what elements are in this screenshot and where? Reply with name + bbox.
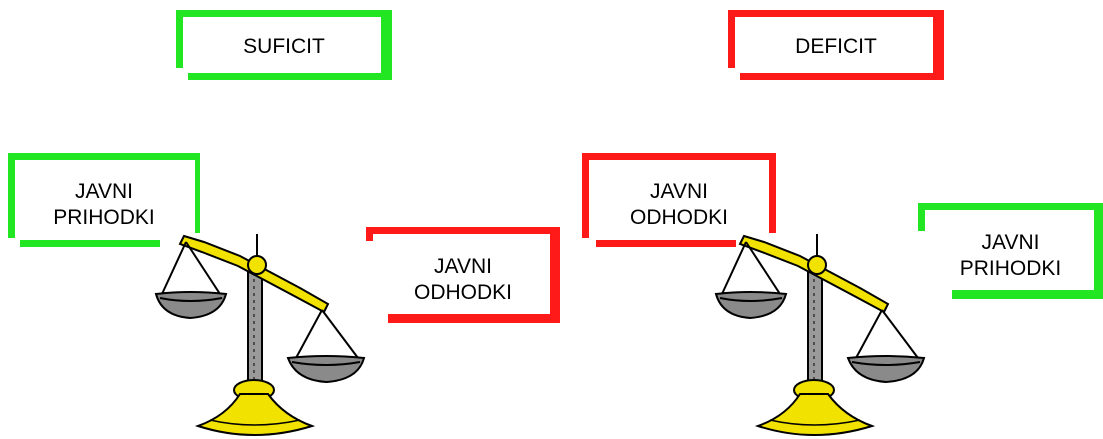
box-border-bottom: [388, 314, 560, 323]
box-border-left: [176, 10, 183, 68]
box-border-right: [381, 10, 392, 80]
deficit-revenue-box: JAVNI PRIHODKI: [918, 203, 1103, 299]
box-border-bottom: [188, 73, 392, 80]
box-border-top: [918, 203, 1103, 210]
deficit-expense-label: JAVNI ODHODKI: [629, 180, 728, 229]
box-border-bottom: [952, 290, 1103, 299]
box-border-right: [195, 153, 200, 233]
suficit-revenue-box: JAVNI PRIHODKI: [8, 153, 200, 247]
balance-scale-icon: [154, 234, 366, 436]
balance-scale-icon: [714, 234, 926, 436]
box-border-top: [8, 153, 200, 160]
box-border-right: [769, 153, 776, 233]
deficit-heading: DEFICIT: [795, 35, 877, 58]
deficit-heading-box: DEFICIT: [728, 10, 944, 80]
box-border-left: [728, 10, 735, 68]
box-border-left: [918, 203, 925, 231]
box-border-top: [366, 227, 560, 234]
box-border-right: [550, 227, 560, 323]
box-border-left: [8, 153, 15, 238]
suficit-expense-box: JAVNI ODHODKI: [366, 227, 560, 323]
deficit-revenue-label: JAVNI PRIHODKI: [959, 231, 1062, 280]
box-border-top: [728, 10, 944, 17]
box-border-right: [1094, 203, 1103, 299]
box-border-right: [933, 10, 944, 80]
box-border-bottom: [20, 240, 160, 247]
box-border-bottom: [740, 73, 944, 80]
box-border-top: [582, 153, 776, 160]
box-border-left: [366, 227, 373, 241]
suficit-expense-label: JAVNI ODHODKI: [413, 255, 512, 304]
box-border-bottom: [596, 240, 736, 247]
suficit-revenue-label: JAVNI PRIHODKI: [53, 180, 155, 229]
box-border-left: [582, 153, 589, 238]
suficit-heading: SUFICIT: [243, 35, 325, 58]
deficit-expense-box: JAVNI ODHODKI: [582, 153, 776, 247]
box-border-top: [176, 10, 392, 17]
suficit-heading-box: SUFICIT: [176, 10, 392, 80]
